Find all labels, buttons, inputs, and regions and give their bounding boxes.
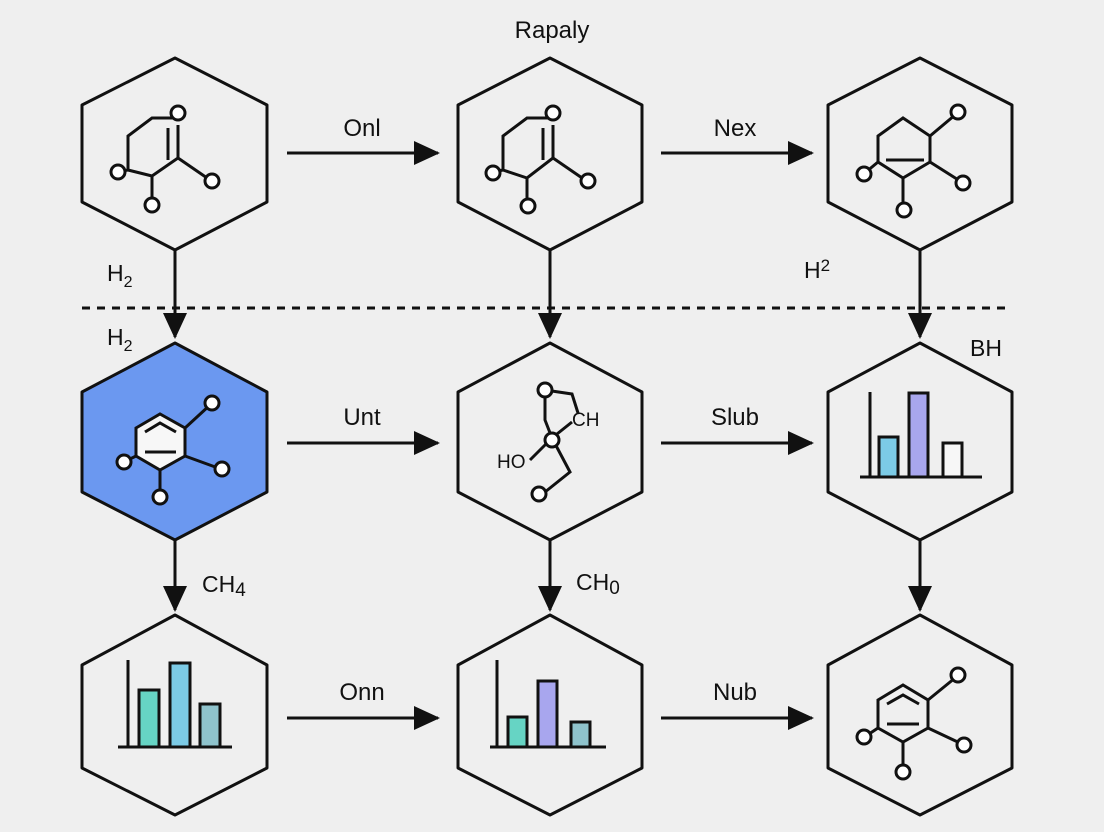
arrow-labels: Onl Nex Unt Slub Onn Nub [339,115,759,706]
bar-1 [877,435,900,479]
arrow-label-row3-right: Nub [713,679,757,706]
molecule-icon [855,103,972,219]
hex-r1c3 [826,56,1014,252]
hex-r1c1 [80,56,269,252]
bar-2 [536,679,559,749]
bar-1 [137,688,161,749]
label-bh: BH [970,335,1002,361]
bar-2 [168,661,192,749]
diagram-title: Rapaly [515,17,590,44]
bar-1 [506,715,529,749]
label-h2-upper: H2 [107,260,133,291]
bar-chart-icon [118,660,232,749]
vertical-arrows [163,250,932,612]
benzene-icon [115,394,231,506]
horizontal-arrows [287,141,814,730]
hex-r3c2 [456,613,644,817]
hex-r1c2 [456,56,644,252]
hex-r2c3 [826,341,1014,542]
bar-2 [907,391,930,479]
arrow-label-row1-right: Nex [714,115,757,142]
label-h2-right: H2 [804,256,830,283]
label-ch0: CH0 [576,569,620,599]
molecule-icon [528,381,580,503]
arrow-label-row3-left: Onn [339,679,384,706]
benzene-icon [855,666,973,781]
bar-3 [569,720,592,749]
bar-chart-icon [490,660,606,749]
molecule-label-ho: HO [497,452,526,473]
arrow-label-row2-left: Unt [343,404,381,431]
hex-r2c2 [456,341,644,542]
arrow-label-row2-right: Slub [711,404,759,431]
molecule-label-ch: CH [572,410,599,431]
bar-3 [941,441,964,479]
side-labels: H2 H2 H2 BH CH4 CH0 [107,256,1002,601]
arrow-label-row1-left: Onl [343,115,380,142]
molecule-icon [484,104,597,215]
label-h2-lower: H2 [107,324,133,355]
hex-r3c3 [826,613,1014,817]
molecule-icon [109,104,221,214]
label-ch4: CH4 [202,571,246,601]
bar-chart-icon [860,391,982,479]
hex-r3c1 [80,613,269,817]
bar-3 [198,702,222,749]
